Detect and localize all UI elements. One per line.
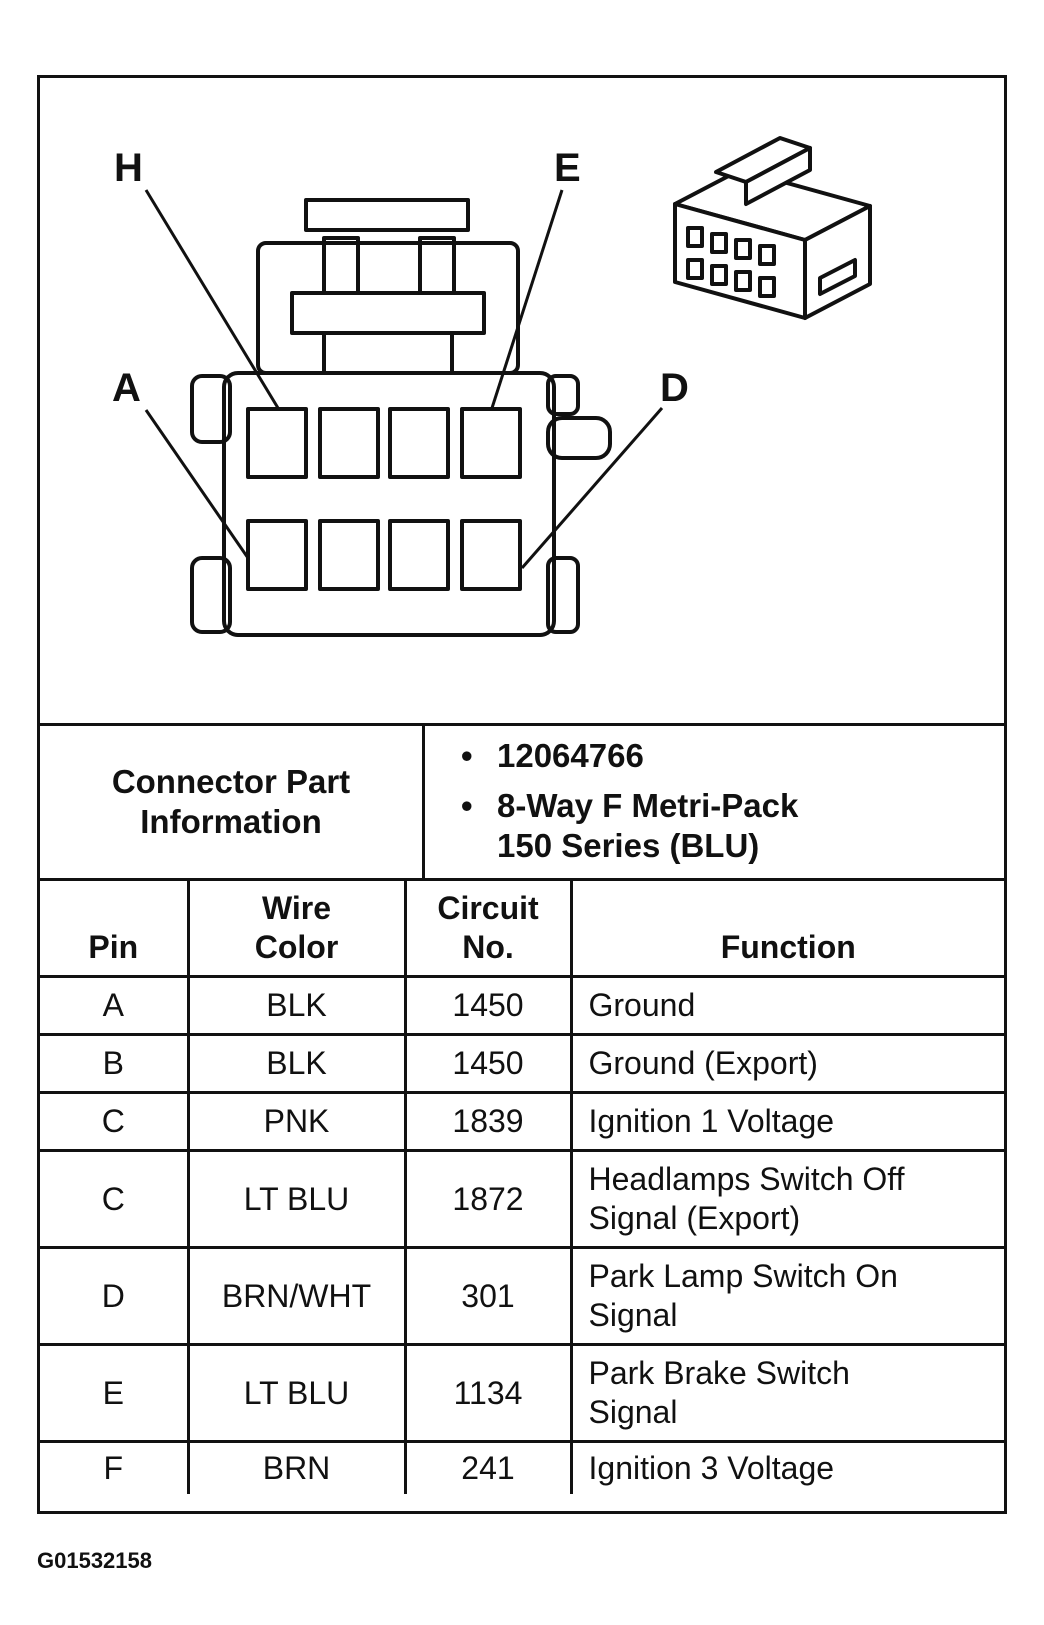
cell-wire-color: LT BLU: [186, 1343, 407, 1443]
connector-info-label-line2: Information: [140, 803, 322, 840]
table-row: E LT BLU 1134 Park Brake Switch Signal: [40, 1343, 1004, 1443]
cavity-b: [318, 519, 380, 591]
latch-clip-left: [322, 236, 360, 295]
cell-circuit: 1134: [403, 1343, 573, 1443]
cell-circuit: 1839: [403, 1091, 573, 1152]
leader-line-h: [144, 189, 280, 409]
header-wire-color: Wire Color: [186, 878, 407, 978]
part-number: 12064766: [497, 737, 644, 774]
latch-clip-right: [418, 236, 456, 295]
cell-wire-color: BRN: [186, 1440, 407, 1494]
table-row: A BLK 1450 Ground: [40, 975, 1004, 1036]
cavity-a: [246, 519, 308, 591]
cell-function: Ground (Export): [569, 1033, 1004, 1094]
latch-plate: [290, 291, 486, 335]
latch-base: [322, 331, 454, 375]
cell-circuit: 1450: [403, 975, 573, 1036]
table-row: B BLK 1450 Ground (Export): [40, 1033, 1004, 1094]
header-function: Function: [569, 878, 1004, 978]
cell-wire-color: BLK: [186, 975, 407, 1036]
cell-circuit: 241: [403, 1440, 573, 1494]
connector-info-label: Connector Part Information: [40, 726, 425, 878]
header-pin: Pin: [40, 878, 190, 978]
pin-callout-e: E: [554, 146, 581, 190]
cavity-e: [460, 407, 522, 479]
cavity-h: [246, 407, 308, 479]
connector-figure: H E A D Connector Part Information • 120…: [37, 75, 1007, 1514]
pin-table: Pin Wire Color Circuit No. Function A BL…: [40, 878, 1004, 1494]
cell-pin: A: [40, 975, 190, 1036]
connector-diagram: H E A D: [40, 78, 1004, 723]
locking-tab-right: [546, 416, 612, 460]
cell-function: Park Lamp Switch On Signal: [569, 1246, 1004, 1346]
cell-function: Headlamps Switch Off Signal (Export): [569, 1149, 1004, 1249]
leader-line-a: [144, 409, 250, 559]
cavity-c: [388, 519, 450, 591]
connector-info-details: • 12064766 • 8-Way F Metri-Pack 150 Seri…: [425, 726, 1004, 878]
cell-pin: B: [40, 1033, 190, 1094]
ear-top-left: [190, 374, 232, 444]
cell-function: Ignition 3 Voltage: [569, 1440, 1004, 1494]
pin-callout-h: H: [114, 146, 143, 190]
ear-bottom-right: [546, 556, 580, 634]
table-row: C PNK 1839 Ignition 1 Voltage: [40, 1091, 1004, 1152]
cell-wire-color: BRN/WHT: [186, 1246, 407, 1346]
bullet-icon: •: [461, 737, 473, 774]
latch-top: [304, 198, 470, 232]
cell-function: Ignition 1 Voltage: [569, 1091, 1004, 1152]
cell-wire-color: LT BLU: [186, 1149, 407, 1249]
cell-pin: F: [40, 1440, 190, 1494]
figure-code: G01532158: [37, 1548, 152, 1573]
cell-circuit: 1872: [403, 1149, 573, 1249]
connector-type-line2: 150 Series (BLU): [497, 827, 760, 864]
leader-line-e: [490, 189, 564, 409]
ear-bottom-left: [190, 556, 232, 634]
cell-pin: D: [40, 1246, 190, 1346]
cell-circuit: 301: [403, 1246, 573, 1346]
table-row: F BRN 241 Ignition 3 Voltage: [40, 1440, 1004, 1494]
part-number-item: • 12064766: [461, 736, 644, 776]
pin-callout-d: D: [660, 366, 689, 410]
cell-pin: C: [40, 1091, 190, 1152]
table-row: D BRN/WHT 301 Park Lamp Switch On Signal: [40, 1246, 1004, 1346]
cavity-d: [460, 519, 522, 591]
table-header-row: Pin Wire Color Circuit No. Function: [40, 878, 1004, 978]
connector-type-item: • 8-Way F Metri-Pack 150 Series (BLU): [461, 786, 798, 866]
cell-function: Ground: [569, 975, 1004, 1036]
cell-pin: C: [40, 1149, 190, 1249]
pin-callout-a: A: [112, 366, 141, 410]
header-circuit-no: Circuit No.: [403, 878, 573, 978]
cavity-g: [318, 407, 380, 479]
latch-housing: [256, 241, 520, 375]
table-row: C LT BLU 1872 Headlamps Switch Off Signa…: [40, 1149, 1004, 1249]
ear-top-right: [546, 374, 580, 416]
connector-type-line1: 8-Way F Metri-Pack: [497, 787, 799, 824]
cell-circuit: 1450: [403, 1033, 573, 1094]
cell-wire-color: BLK: [186, 1033, 407, 1094]
cell-function: Park Brake Switch Signal: [569, 1343, 1004, 1443]
connector-part-info: Connector Part Information • 12064766 • …: [40, 723, 1004, 878]
bullet-icon: •: [461, 787, 473, 824]
connector-3d-view: [673, 136, 872, 320]
cell-pin: E: [40, 1343, 190, 1443]
cell-wire-color: PNK: [186, 1091, 407, 1152]
connector-body: [222, 371, 556, 637]
cavity-f: [388, 407, 450, 479]
leader-line-d: [520, 407, 664, 569]
connector-info-label-line1: Connector Part: [111, 763, 351, 800]
connector-face-drawing: [144, 136, 872, 637]
